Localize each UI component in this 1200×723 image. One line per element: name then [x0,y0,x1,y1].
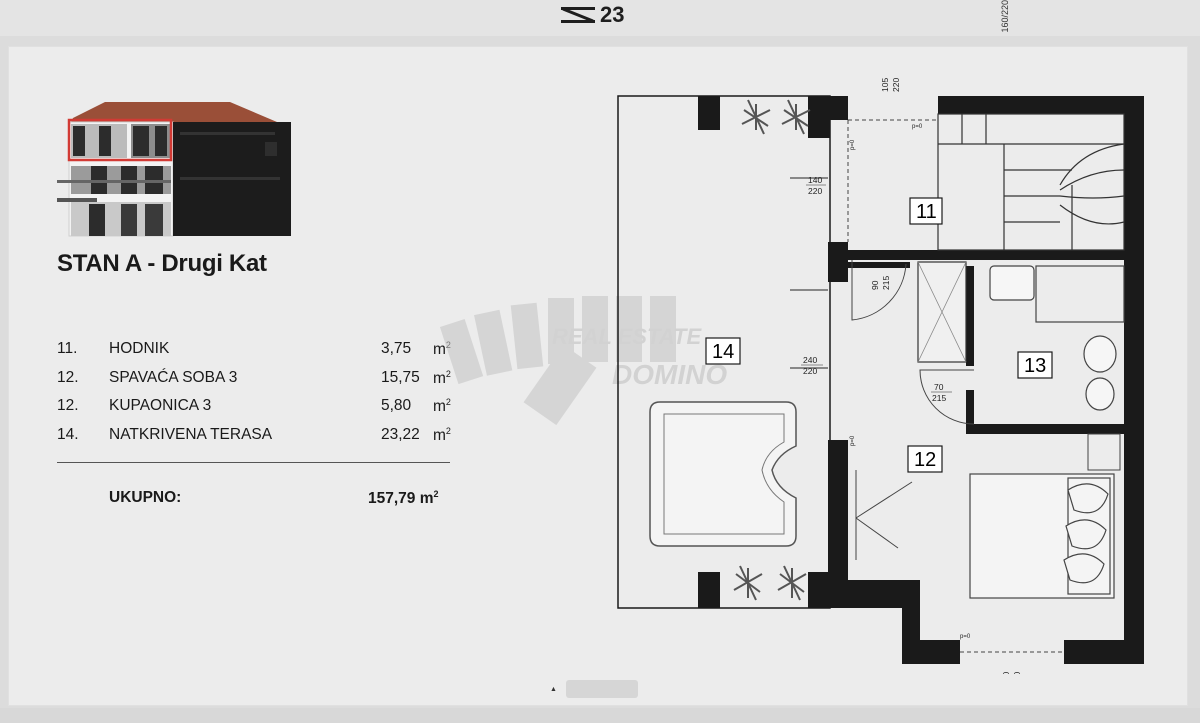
dim-220-b: 220 [1012,672,1022,674]
room-row: 11. HODNIK 3,75 m2 [57,340,457,369]
room-area: 5,80 [381,397,412,414]
sill-height: p=0 [850,435,856,446]
bidet-icon [1085,377,1115,411]
total-label: UKUPNO: [109,489,182,506]
brand-logo-icon [561,7,595,23]
table-divider [57,462,450,463]
dim-220: 220 [891,78,901,92]
exterior-walls [828,96,1144,664]
sliding-door [855,470,913,560]
sill-height: p=0 [850,139,856,150]
dim-240-h: 220 [803,366,817,376]
dim-160: 160 [1001,672,1011,674]
room-name: NATKRIVENA TERASA [109,425,273,443]
room-label-11: 11 [916,201,937,223]
dim-215: 215 [881,276,891,290]
room-row: 12. KUPAONICA 3 5,80 m2 [57,397,457,426]
page-number-text: 23 [600,2,625,27]
room-name: HODNIK [109,340,170,357]
watermark-logo: REAL ESTATE DOMINO [440,296,727,426]
total-area: 157,79 m2 [368,489,439,508]
room-name: KUPAONICA 3 [109,397,212,414]
dimension-labels: 105 220 140 220 90 215 240 220 70 215 16… [801,78,1022,674]
terrace-outline [617,95,831,609]
bed-icon [969,473,1115,599]
staircase [937,113,1125,251]
top-dimension-label: 160/220 [1000,0,1010,33]
room-area: 15,75 [381,368,420,386]
toilet-icon [1083,335,1117,373]
room-row: 12. SPAVAĆA SOBA 3 15,75 m2 [57,369,457,398]
page-footer [0,708,1200,723]
dim-90: 90 [870,280,880,290]
hot-tub-icon [649,401,797,547]
dim-240: 240 [803,355,817,365]
dim-105: 105 [880,78,890,92]
plant-icon [733,99,811,601]
dim-215-b: 215 [932,393,946,403]
room-area-unit: m2 [433,397,451,416]
watermark-line1: REAL ESTATE [552,324,702,349]
total-row: UKUPNO: 157,79 m2 [57,489,457,511]
room-label-13: 13 [1024,355,1046,377]
unit-title: STAN A - Drugi Kat [57,250,267,277]
sink-icon [989,265,1035,301]
room-labels: 11 14 13 12 [705,197,1053,473]
door-swing [919,369,975,425]
room-row: 14. NATKRIVENA TERASA 23,22 m2 [57,426,457,455]
room-area-unit: m2 [433,425,451,444]
dim-140: 140 [808,175,822,185]
sill-height: p=0 [960,634,971,640]
footer-mark-icon: ▲ [550,686,557,693]
room-number: 12. [57,368,79,386]
page-number: 23 [560,2,624,28]
room-label-12: 12 [914,449,936,471]
door-swing [851,260,907,321]
room-number: 14. [57,425,79,443]
unit-highlight-frame [67,118,173,162]
dim-140-h: 220 [808,186,822,196]
dim-70: 70 [934,382,944,392]
room-number: 11. [57,340,78,357]
room-area-unit: m2 [433,368,451,387]
room-name: SPAVAĆA SOBA 3 [109,368,238,386]
room-area: 3,75 [381,340,412,357]
room-number: 12. [57,397,79,414]
building-thumbnail [57,102,291,237]
redacted-footer-text [566,680,638,698]
room-label-14: 14 [712,341,734,363]
floor-plan: 11 14 13 12 105 220 140 220 90 215 240 2… [617,78,1144,674]
room-list: 11. HODNIK 3,75 m2 12. SPAVAĆA SOBA 3 15… [57,340,457,454]
room-area: 23,22 [381,425,420,443]
sill-height: p=0 [912,124,923,130]
page-header: 23 160/220 [0,0,1200,36]
